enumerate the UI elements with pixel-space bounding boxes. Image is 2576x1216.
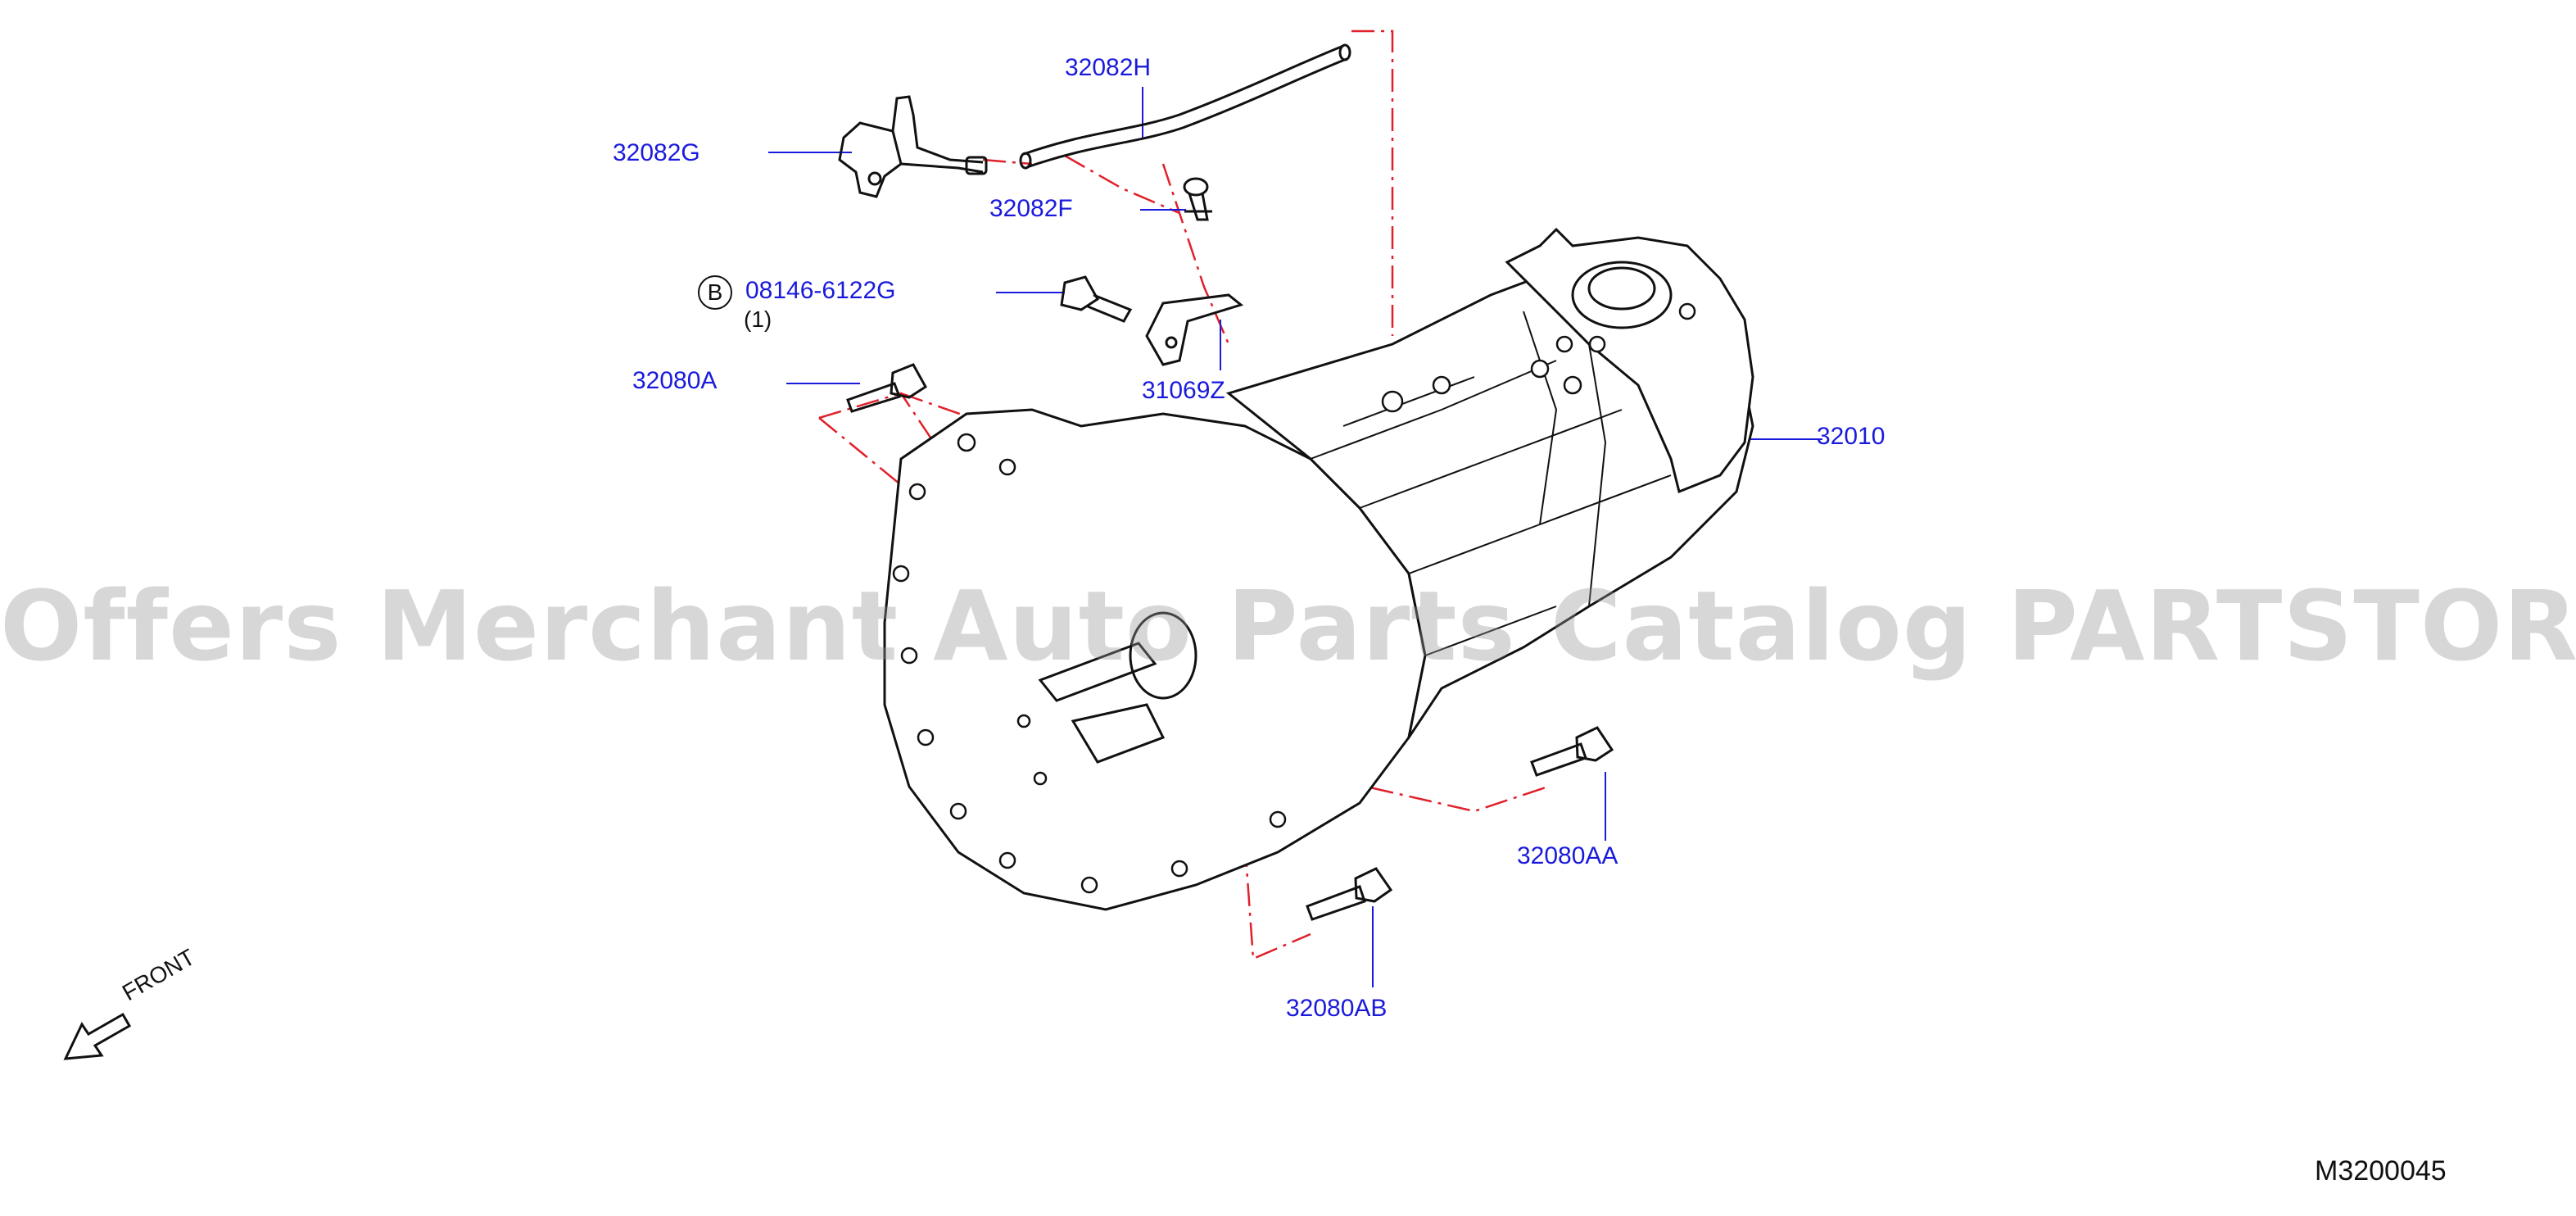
leader-lines bbox=[768, 87, 1822, 987]
front-arrow-icon bbox=[63, 1012, 132, 1060]
callout-32010[interactable]: 32010 bbox=[1817, 423, 1886, 450]
callout-32080AB[interactable]: 32080AB bbox=[1286, 995, 1388, 1022]
bell-bolt-holes bbox=[892, 433, 1287, 894]
b-badge: B bbox=[698, 275, 732, 310]
callout-32082F[interactable]: 32082F bbox=[989, 195, 1073, 222]
bracket-31069Z bbox=[1145, 293, 1244, 366]
bolt-32080AB bbox=[1306, 867, 1393, 921]
callout-32080A[interactable]: 32080A bbox=[632, 367, 718, 394]
diagram-code: M3200045 bbox=[2315, 1155, 2447, 1187]
callout-32082H[interactable]: 32082H bbox=[1065, 54, 1152, 81]
quantity-label: (1) bbox=[744, 306, 772, 332]
clip-32082F bbox=[1183, 177, 1212, 221]
bracket-32082G bbox=[838, 95, 988, 198]
case-bolts bbox=[1381, 302, 1696, 413]
callout-32082G[interactable]: 32082G bbox=[613, 139, 700, 166]
shift-turret bbox=[1571, 261, 1673, 329]
bolt-08146-6122G bbox=[1060, 275, 1133, 323]
callout-32080AA[interactable]: 32080AA bbox=[1517, 842, 1618, 869]
input-shaft bbox=[1038, 642, 1157, 702]
bolt-32080A bbox=[846, 363, 927, 413]
case-ribs bbox=[1310, 311, 1672, 656]
rear-extension bbox=[1505, 227, 1754, 494]
callout-31069Z[interactable]: 31069Z bbox=[1142, 377, 1225, 404]
callout-08146-6122G[interactable]: 08146-6122G bbox=[745, 277, 896, 304]
transmission-assembly-32010 bbox=[883, 227, 1754, 911]
bolt-32080AA bbox=[1530, 726, 1614, 777]
bell-housing bbox=[883, 408, 1427, 911]
hose-32082H bbox=[1019, 43, 1351, 170]
